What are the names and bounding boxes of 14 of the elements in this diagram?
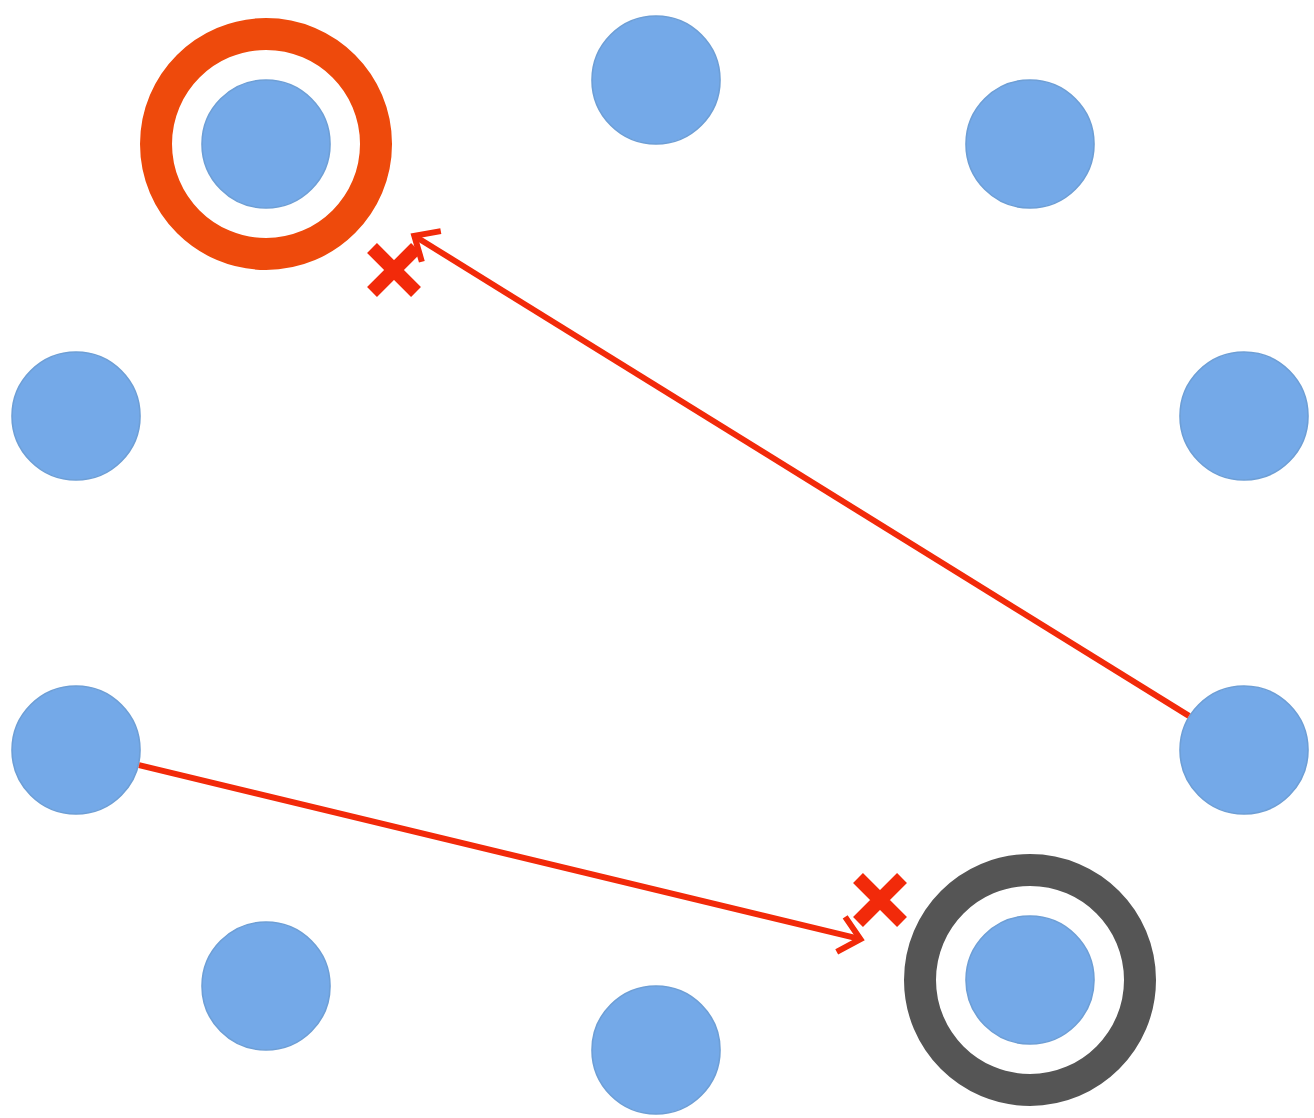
circle — [1179, 685, 1309, 815]
target-ring — [904, 854, 1156, 1106]
circle — [591, 15, 721, 145]
circle — [1179, 351, 1309, 481]
circle — [201, 921, 331, 1051]
circle — [965, 79, 1095, 209]
circle — [201, 79, 331, 209]
circle — [11, 685, 141, 815]
circle — [965, 915, 1095, 1045]
arrow — [410, 228, 1191, 719]
arrow — [138, 762, 865, 955]
target-ring — [140, 18, 392, 270]
circle — [11, 351, 141, 481]
circle — [591, 985, 721, 1115]
